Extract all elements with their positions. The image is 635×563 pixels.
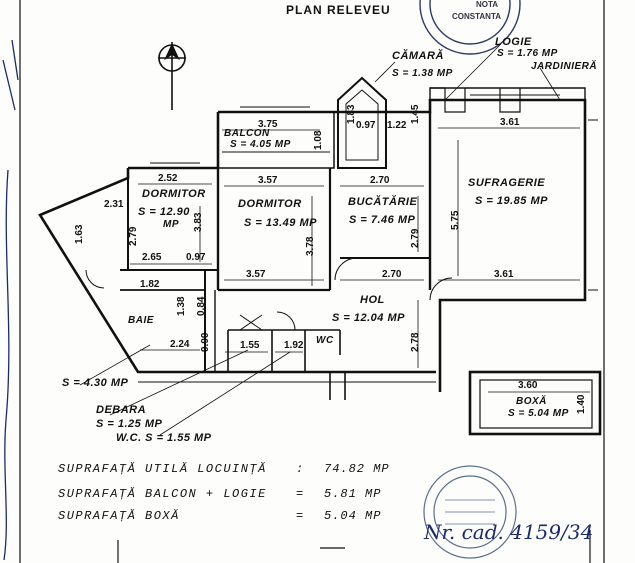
- dormitor1-label: DORMITOR: [142, 188, 206, 200]
- dim-label: 3.61: [500, 117, 520, 128]
- jardiniera-label: JARDINIERĂ: [531, 61, 598, 72]
- summary-sep: :: [296, 462, 305, 476]
- dim-label: 2.52: [158, 173, 178, 184]
- dim-label: 2.65: [142, 252, 162, 263]
- summary-value: 74.82 MP: [324, 462, 390, 476]
- dormitor1-unit: MP: [163, 219, 179, 230]
- dormitor2-label: DORMITOR: [238, 198, 302, 210]
- balcon-area: S = 4.05 MP: [230, 139, 291, 150]
- dim-label: 2.24: [170, 339, 190, 350]
- dim-label: 2.79: [410, 228, 421, 248]
- balcon-label: BALCON: [224, 128, 270, 139]
- wc-area: W.C. S = 1.55 MP: [116, 432, 212, 444]
- dim-label: 3.57: [246, 269, 266, 280]
- cadastral-number: Nr. cad. 4159/34: [424, 520, 594, 544]
- notary-stamp-top: [419, 0, 521, 55]
- north-arrow-icon: [158, 42, 186, 110]
- camara-area: S = 1.38 MP: [392, 68, 453, 79]
- dim-label: 3.57: [258, 175, 278, 186]
- dim-label: 2.31: [104, 199, 124, 210]
- summary-sep: =: [296, 487, 305, 501]
- boxa-label: BOXĂ: [516, 396, 547, 407]
- camara-label: CĂMARĂ: [392, 50, 444, 62]
- baie-label: BAIE: [128, 315, 154, 326]
- dim-label: 1.22: [387, 120, 407, 131]
- dim-label: 2.70: [382, 269, 402, 280]
- dormitor1-area: S = 12.90: [138, 206, 190, 218]
- dim-label: 0.97: [186, 252, 206, 263]
- hol-area: S = 12.04 MP: [332, 312, 405, 324]
- dim-label: 1.08: [313, 130, 324, 150]
- sufragerie-label: SUFRAGERIE: [468, 177, 546, 189]
- dim-label: 3.75: [258, 119, 278, 130]
- dim-label: 2.79: [128, 226, 139, 246]
- dim-label: 2.78: [410, 332, 421, 352]
- dim-label: 3.83: [193, 212, 204, 232]
- dim-label: 1.63: [74, 224, 85, 244]
- dim-label: 1.38: [176, 296, 187, 316]
- page-title: PLAN RELEVEU: [286, 3, 391, 17]
- dim-label: 3.60: [518, 380, 538, 391]
- dim-label: 3.78: [305, 236, 316, 256]
- bucatarie-label: BUCĂTĂRIE: [348, 196, 418, 208]
- handwriting-left-margin: [2, 39, 19, 561]
- summary-value: 5.04 MP: [324, 509, 382, 523]
- summary-label: SUPRAFAȚĂ BALCON + LOGIE: [58, 487, 267, 501]
- summary-label: SUPRAFAȚĂ UTILĂ LOCUINȚĂ: [58, 462, 267, 476]
- summary-sep: =: [296, 509, 305, 523]
- dim-label: 0.84: [196, 296, 207, 316]
- dim-label: 2.70: [370, 175, 390, 186]
- baie-area: S = 4.30 MP: [62, 377, 129, 389]
- boxa-area: S = 5.04 MP: [508, 408, 569, 419]
- bucatarie-area: S = 7.46 MP: [349, 214, 416, 226]
- stamp-text-2: CONSTANTA: [452, 12, 502, 21]
- dim-label: 3.61: [494, 269, 514, 280]
- dim-label: 1.55: [240, 340, 260, 351]
- notary-stamp-bottom: [423, 465, 517, 559]
- dim-label: 1.45: [410, 104, 421, 124]
- logie-label: LOGIE: [495, 36, 532, 48]
- summary-label: SUPRAFAȚĂ BOXĂ: [58, 509, 180, 523]
- wc-label: WC: [316, 335, 334, 346]
- debara-label: DEBARA: [96, 404, 147, 416]
- stamp-text-1: NOTA: [476, 0, 499, 9]
- debara-area: S = 1.25 MP: [96, 418, 163, 430]
- dim-label: 5.75: [450, 210, 461, 230]
- dormitor2-area: S = 13.49 MP: [244, 217, 317, 229]
- dim-label: 1.40: [576, 394, 587, 414]
- sufragerie-area: S = 19.85 MP: [475, 195, 548, 207]
- dim-label: 1.82: [140, 279, 160, 290]
- dim-label: 0.97: [356, 120, 376, 131]
- dim-label: 0.90: [200, 332, 211, 352]
- logie-area: S = 1.76 MP: [497, 48, 558, 59]
- dim-label: 1.92: [284, 340, 304, 351]
- summary-value: 5.81 MP: [324, 487, 382, 501]
- hol-label: HOL: [360, 294, 385, 306]
